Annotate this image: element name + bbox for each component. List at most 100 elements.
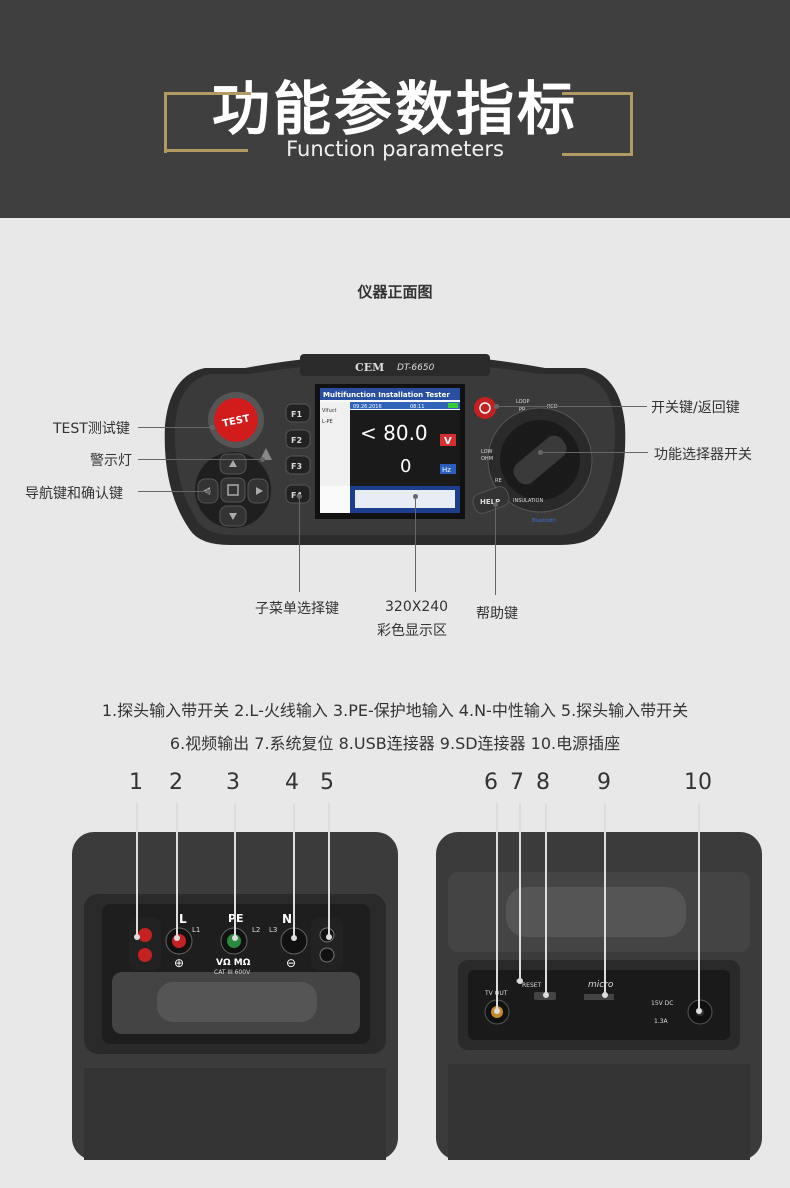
port-dot-9 xyxy=(602,992,608,998)
bracket-left-bottom xyxy=(164,149,248,152)
svg-text:09.26.2016: 09.26.2016 xyxy=(353,404,382,410)
port-leader-1 xyxy=(136,803,138,936)
device-front: CEM DT-6650 Multifunction Installation T… xyxy=(164,354,626,545)
terminal-panel-left: L L1 PE L2 N L3 ⊕ ⊖ VΩ MΩ CAT III 600V xyxy=(72,832,398,1160)
svg-text:F2: F2 xyxy=(291,436,302,445)
port-number-1: 1 xyxy=(129,770,143,795)
port-leader-10 xyxy=(698,803,700,1011)
label-submenu-key: 子菜单选择键 xyxy=(255,601,339,617)
svg-text:HELP: HELP xyxy=(480,498,500,506)
port-leader-7 xyxy=(519,803,521,981)
svg-text:V: V xyxy=(444,436,452,447)
svg-text:F1: F1 xyxy=(291,410,302,419)
label-warning-light: 警示灯 xyxy=(90,453,132,469)
port-number-2: 2 xyxy=(169,770,183,795)
port-dot-5 xyxy=(326,934,332,940)
svg-text:RCD: RCD xyxy=(547,404,558,410)
leader-help xyxy=(495,505,496,595)
port-number-9: 9 xyxy=(597,770,611,795)
leader-submenu xyxy=(299,497,300,592)
port-number-10: 10 xyxy=(684,770,712,795)
svg-text:INSULATION: INSULATION xyxy=(513,498,543,504)
port-number-3: 3 xyxy=(226,770,240,795)
port-leader-5 xyxy=(328,803,330,936)
svg-text:LOOP: LOOP xyxy=(516,399,530,405)
front-view-title: 仪器正面图 xyxy=(357,283,433,301)
label-display-line2: 彩色显示区 xyxy=(377,623,447,639)
second-reading: 0 xyxy=(400,456,411,477)
port-dot-3 xyxy=(232,935,238,941)
test-button-shape xyxy=(214,398,258,442)
port-dot-1 xyxy=(134,934,140,940)
svg-text:Hz: Hz xyxy=(442,466,451,474)
leader-power xyxy=(495,406,647,407)
header-banner: 功能参数指标 Function parameters xyxy=(0,0,790,218)
screen-title: Multifunction Installation Tester xyxy=(323,391,450,399)
port-leader-6 xyxy=(496,803,498,1011)
label-selector: 功能选择器开关 xyxy=(654,447,752,463)
label-help-key: 帮助键 xyxy=(476,606,518,622)
reset-label: RESET xyxy=(522,982,542,989)
leader-warn xyxy=(138,459,262,460)
terminal-label-l2: L2 xyxy=(252,926,261,934)
leader-dot-selector xyxy=(538,450,543,455)
svg-text:OHM: OHM xyxy=(481,456,493,462)
leader-dot-warn xyxy=(260,457,265,462)
main-reading: < 80.0 xyxy=(360,421,428,445)
micro-sd-label: micro xyxy=(588,980,614,990)
port-dot-10 xyxy=(696,1008,702,1014)
plus-symbol: ⊕ xyxy=(174,956,185,970)
svg-text:F3: F3 xyxy=(291,462,302,471)
terminal-panel-right: TV OUT RESET micro 15V DC 1.3A xyxy=(436,832,762,1160)
leader-selector xyxy=(540,452,648,453)
port-description-line2: 6.视频输出 7.系统复位 8.USB连接器 9.SD连接器 10.电源插座 xyxy=(169,734,621,753)
label-test-key: TEST测试键 xyxy=(53,421,130,437)
leader-dot-help xyxy=(493,502,498,507)
amp-label: 1.3A xyxy=(654,1018,668,1025)
svg-text:LOW: LOW xyxy=(481,449,493,455)
leader-dot-submenu xyxy=(297,494,302,499)
page-subtitle: Function parameters xyxy=(286,137,504,161)
dc-label: 15V DC xyxy=(651,1000,674,1007)
svg-text:F4: F4 xyxy=(291,491,302,500)
bracket-left xyxy=(164,92,251,153)
port-leader-4 xyxy=(293,803,295,937)
leader-dot-test xyxy=(210,425,215,430)
port-dot-7 xyxy=(517,978,523,984)
bracket-right xyxy=(562,92,633,156)
port-leader-2 xyxy=(176,803,178,937)
terminal-label-l1: L1 xyxy=(192,926,201,934)
leader-dot-nav xyxy=(206,489,211,494)
svg-text:PR: PR xyxy=(519,407,526,413)
page-title: 功能参数指标 xyxy=(211,75,578,143)
svg-text:RE: RE xyxy=(495,478,502,484)
svg-text:Bluetooth: Bluetooth xyxy=(532,518,556,524)
leader-nav xyxy=(138,491,208,492)
port-number-4: 4 xyxy=(285,770,299,795)
port-dot-8 xyxy=(543,992,549,998)
label-nav-key: 导航键和确认键 xyxy=(25,486,123,502)
svg-text:Vlfuct: Vlfuct xyxy=(322,408,336,414)
terminal-label-n: N xyxy=(282,912,293,926)
label-display-line1: 320X240 xyxy=(385,599,449,615)
leader-dot-display xyxy=(413,494,418,499)
svg-text:08:11: 08:11 xyxy=(410,404,424,410)
model-label: DT-6650 xyxy=(397,363,435,373)
leader-dot-power xyxy=(494,404,499,409)
port-number-6: 6 xyxy=(484,770,498,795)
port-leader-9 xyxy=(604,803,606,995)
brand-label: CEM xyxy=(355,361,384,374)
vomega-label: VΩ MΩ xyxy=(216,958,251,968)
port-number-8: 8 xyxy=(536,770,550,795)
port-number-7: 7 xyxy=(510,770,524,795)
port-dot-4 xyxy=(291,935,297,941)
minus-symbol: ⊖ xyxy=(286,956,297,970)
port-leader-8 xyxy=(545,803,547,995)
svg-text:L-PE: L-PE xyxy=(322,419,333,425)
port-number-5: 5 xyxy=(320,770,334,795)
leader-display xyxy=(415,497,416,592)
port-leader-3 xyxy=(234,803,236,937)
terminal-label-l3: L3 xyxy=(269,926,278,934)
cat-label: CAT III 600V xyxy=(214,969,251,976)
leader-test xyxy=(138,427,212,428)
